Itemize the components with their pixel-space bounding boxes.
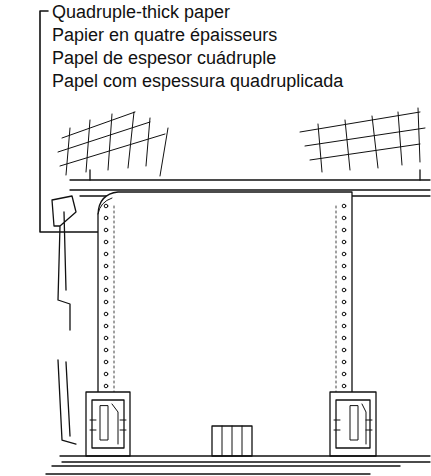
sprocket-hole [342,204,346,208]
paper [98,192,352,448]
sprocket-hole [342,276,346,280]
sprocket-hole [104,312,108,316]
sprocket-hole [342,300,346,304]
sprocket-hole [342,240,346,244]
sprocket-hole [104,348,108,352]
sprocket-hole [342,312,346,316]
sprocket-hole [342,336,346,340]
base [46,456,430,474]
sprocket-hole [342,264,346,268]
sprocket-hole [104,216,108,220]
right-tractor [330,392,376,456]
left-tractor [86,392,130,456]
callout-label: Papel de espesor cuádruple [52,47,276,69]
sprocket-hole [104,276,108,280]
callout-label: Papel com espessura quadruplicada [52,70,343,92]
paper-support [212,426,252,456]
sprocket-hole [104,252,108,256]
sprocket-hole [342,384,346,388]
callout-label: Papier en quatre épaisseurs [52,24,277,46]
side-frame [52,196,76,444]
sprocket-hole [104,264,108,268]
sprocket-hole [104,300,108,304]
sprocket-hole [342,252,346,256]
sprocket-hole [104,228,108,232]
callout-label: Quadruple-thick paper [52,1,230,23]
sprocket-hole [104,240,108,244]
sprocket-hole [104,360,108,364]
sprocket-hole [104,384,108,388]
sprocket-hole [342,324,346,328]
printer-cover [58,108,425,176]
sprocket-hole [342,372,346,376]
sprocket-hole [104,288,108,292]
sprocket-hole [104,324,108,328]
sprocket-hole [104,372,108,376]
sprocket-hole [342,360,346,364]
sprocket-hole [104,336,108,340]
sprocket-hole [342,348,346,352]
sprocket-hole [342,216,346,220]
sprocket-hole [342,288,346,292]
sprocket-hole [342,228,346,232]
sprocket-hole [104,204,108,208]
